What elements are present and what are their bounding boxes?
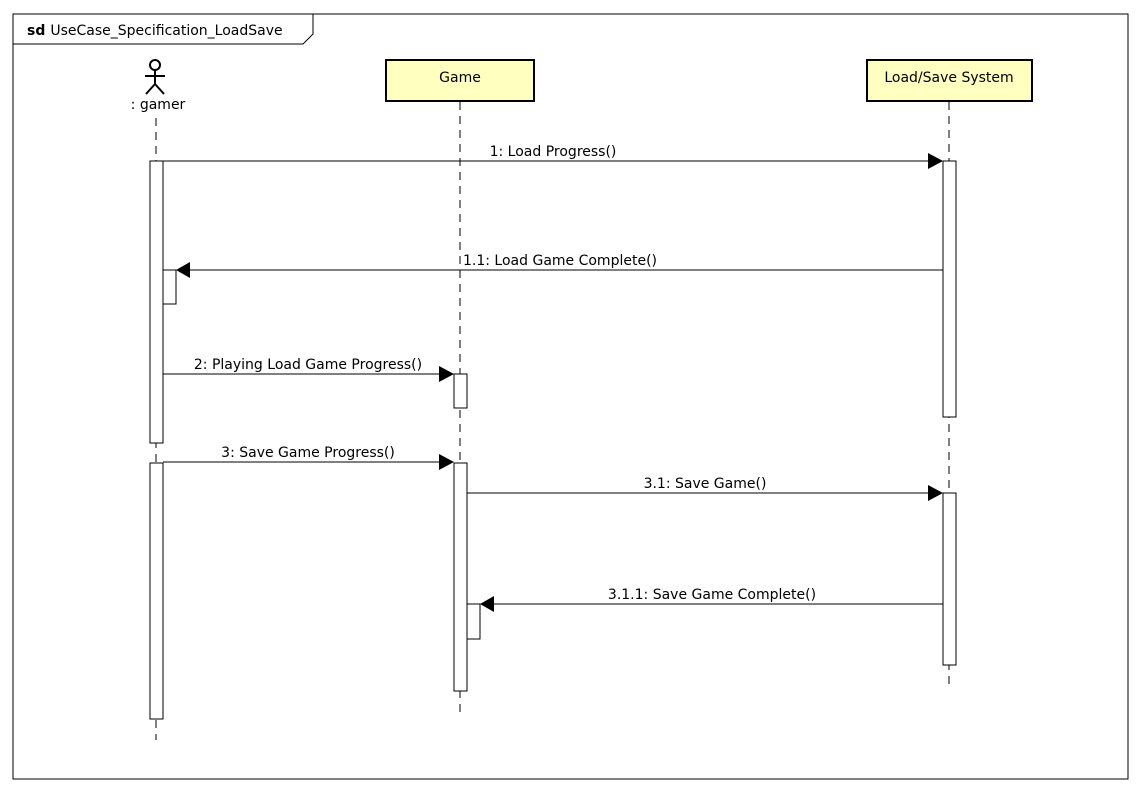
message-load-game-complete: 1.1: Load Game Complete() — [176, 253, 943, 278]
gamer-label: : gamer — [131, 97, 186, 113]
game-label: Game — [439, 70, 481, 86]
message-label: 1.1: Load Game Complete() — [463, 253, 657, 269]
message-save-game-complete: 3.1.1: Save Game Complete() — [480, 587, 943, 612]
system-lifeline-head: Load/Save System — [866, 59, 1033, 102]
system-activation-2 — [942, 492, 957, 666]
frame-name: UseCase_Specification_LoadSave — [50, 23, 282, 39]
game-lifeline-head: Game — [385, 59, 535, 102]
message-load-progress: 1: Load Progress() — [163, 144, 943, 169]
gamer-activation-2 — [149, 462, 164, 720]
gamer-activation-1 — [149, 160, 164, 444]
gamer-actor-icon — [145, 59, 165, 95]
message-label: 2: Playing Load Game Progress() — [194, 357, 422, 373]
message-label: 1: Load Progress() — [490, 144, 617, 160]
game-activation-1 — [453, 373, 468, 409]
frame-keyword: sd — [27, 23, 45, 39]
system-activation-1 — [942, 160, 957, 418]
frame-name-tab — [13, 14, 314, 45]
system-label: Load/Save System — [884, 70, 1013, 86]
message-save-game-progress: 3: Save Game Progress() — [163, 445, 454, 470]
game-activation-nested — [466, 603, 481, 640]
message-playing-load-game-progress: 2: Playing Load Game Progress() — [163, 357, 454, 382]
message-label: 3.1.1: Save Game Complete() — [608, 587, 816, 603]
frame-title: sd UseCase_Specification_LoadSave — [27, 23, 283, 39]
game-activation-2 — [453, 462, 468, 692]
gamer-activation-nested — [162, 269, 177, 305]
message-save-game: 3.1: Save Game() — [467, 476, 943, 501]
message-label: 3: Save Game Progress() — [221, 445, 395, 461]
message-label: 3.1: Save Game() — [644, 476, 767, 492]
diagram-frame — [12, 13, 1129, 780]
